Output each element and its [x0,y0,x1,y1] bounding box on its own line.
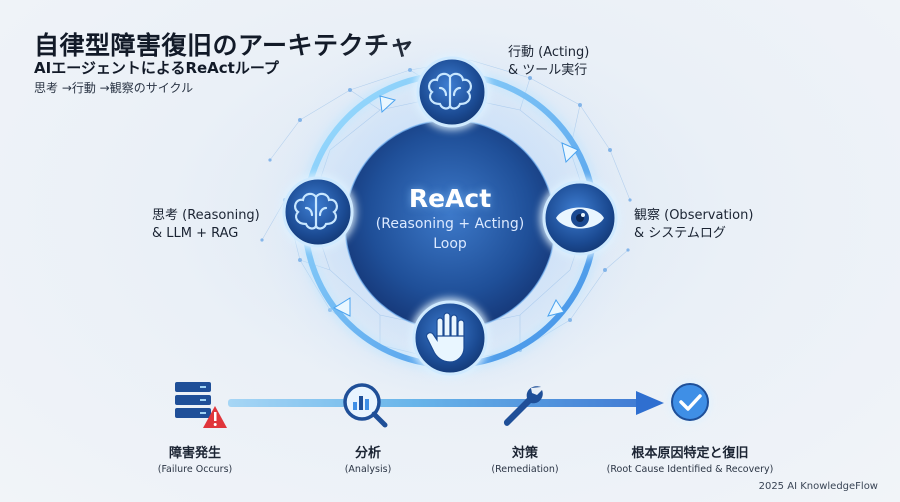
check-circle-icon [669,381,711,423]
wrench-icon [503,386,543,426]
arrow-acting-to-observation [561,142,579,164]
node-stop [410,298,490,378]
node-acting [414,54,490,130]
loop-arrowheads [332,95,579,317]
node-label-observation: 観察 (Observation) & システムログ [634,208,754,241]
page-caption: 思考 →行動 →観察のサイクル [34,81,194,95]
core-subtitle: (Reasoning + Acting) [375,216,525,232]
flow-step-recovery: 根本原因特定と復旧 (Root Cause Identified & Recov… [606,446,774,475]
arrow-observation-to-stop [547,299,565,317]
arrow-stop-to-reasoning [332,297,351,317]
core-title: ReAct [408,184,492,213]
core-loop-label: Loop [433,236,467,252]
flow-step-analysis: 分析 (Analysis) [344,446,392,475]
brain-icon [294,192,338,230]
flow-step-remediation: 対策 (Remediation) [491,446,559,475]
footer-credit: 2025 AI KnowledgeFlow [758,481,878,492]
react-core [345,120,555,330]
brain-icon [428,72,472,110]
node-observation [540,178,620,258]
magnifier-chart-icon [343,383,388,428]
eye-icon [556,207,604,229]
react-core-label: ReAct (Reasoning + Acting) Loop [320,184,580,254]
arrow-reasoning-to-acting [379,95,397,114]
page-subtitle: AIエージェントによるReActループ [34,59,279,77]
node-reasoning [280,174,356,250]
node-label-reasoning: 思考 (Reasoning) & LLM + RAG [152,208,260,241]
server-warning-icon [175,382,227,428]
hand-icon [425,312,465,363]
flow-step-failure: 障害発生 (Failure Occurs) [157,446,233,475]
node-label-acting: 行動 (Acting) & ツール実行 [508,45,590,78]
